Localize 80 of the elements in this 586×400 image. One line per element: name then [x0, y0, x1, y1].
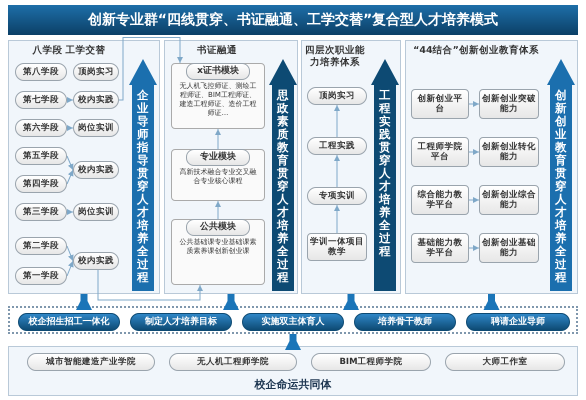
- arrow: [66, 97, 74, 103]
- label-pill: 顶岗实习: [307, 87, 367, 105]
- label-pill: 校内实践: [73, 252, 119, 270]
- dotted-band: [8, 306, 578, 334]
- label-pill: 培养骨干教师: [354, 313, 456, 331]
- card-heading: 专业模块: [186, 149, 250, 166]
- panel: [405, 40, 578, 294]
- label-pill: 第二学段: [15, 237, 67, 255]
- label-pill: 工程实践: [307, 137, 367, 155]
- arrow: [66, 125, 74, 131]
- label-pill: 第四学段: [15, 175, 67, 193]
- panel-heading: 书证融通: [196, 45, 238, 57]
- label-pill: 创新创业综合能力: [479, 185, 539, 215]
- label-pill: 校企招生招工一体化: [18, 313, 120, 331]
- label-pill: 大师工作室: [445, 353, 565, 371]
- label-pill: 校内实践: [73, 91, 119, 109]
- block-arrow: [76, 294, 92, 310]
- label-pill: 第八学段: [15, 63, 67, 81]
- arrow: [215, 128, 221, 150]
- label-pill: 城市智能建造产业学院: [27, 353, 155, 371]
- label-pill: 第五学段: [15, 147, 67, 165]
- label-pill: 创新创业突破能力: [479, 89, 539, 119]
- label-pill: 第六学段: [15, 119, 67, 137]
- card-heading: x证书模块: [186, 63, 250, 80]
- label-pill: 岗位实训: [73, 203, 119, 221]
- label-pill: 无人机工程师学院: [169, 353, 297, 371]
- arrow: [66, 209, 74, 215]
- label-pill: BIM工程师学院: [311, 353, 431, 371]
- arrow-banner: 工程实践贯穿人才培养全过程: [371, 59, 399, 291]
- label-pill: 制定人才培养目标: [130, 313, 232, 331]
- band-heading: 校企命运共同体: [253, 377, 332, 392]
- label-pill: 学训一体项目教学: [307, 233, 367, 261]
- arrow: [468, 149, 480, 155]
- label-pill: 创新创业基础能力: [479, 233, 539, 263]
- label-pill: 顶岗实习: [73, 63, 119, 81]
- arrow: [66, 170, 74, 184]
- arrow-banner: 企业导师指导贯穿人才培养全过程: [129, 59, 157, 291]
- arrow: [468, 245, 480, 251]
- panel: [301, 40, 401, 294]
- title-bar: 创新专业群“四线贯穿、书证融通、工学交替”复合型人才培养模式: [8, 5, 578, 35]
- block-arrow: [223, 294, 239, 310]
- arrow: [66, 246, 74, 262]
- arrow: [468, 197, 480, 203]
- label-pill: 专项实训: [307, 187, 367, 205]
- label-pill: 基础能力教学平台: [411, 233, 469, 263]
- block-arrow: [343, 294, 359, 310]
- arrow: [66, 156, 74, 170]
- module-card: [171, 149, 265, 201]
- arrow: [334, 104, 340, 138]
- label-pill: 第三学段: [15, 203, 67, 221]
- arrow: [468, 101, 480, 107]
- arrow: [66, 260, 74, 276]
- card-heading: 公共模块: [186, 219, 250, 236]
- arrow: [98, 270, 203, 300]
- panel-heading: 八学段 工学交替: [31, 45, 107, 57]
- panel: [8, 40, 160, 294]
- band-panel: [8, 346, 578, 396]
- label-pill: 综合能力教学平台: [411, 185, 469, 215]
- label-pill: 校内实践: [73, 161, 119, 179]
- arrow: [334, 154, 340, 188]
- label-pill: 岗位实训: [73, 119, 119, 137]
- arrow-banner: 创新创业教育贯穿人才培养全过程: [547, 59, 575, 291]
- label-pill: 工程师学院平台: [411, 137, 469, 167]
- label-pill: 第七学段: [15, 91, 67, 109]
- label-pill: 第一学段: [15, 267, 67, 285]
- arrow: [118, 37, 183, 100]
- module-card: [171, 219, 265, 285]
- label-pill: 实施双主体育人: [242, 313, 344, 331]
- label-pill: 创新创业转化能力: [479, 137, 539, 167]
- block-arrow: [285, 334, 301, 350]
- panel-heading: 四层次职业能力培养体系: [304, 45, 366, 69]
- panel-heading: “44结合”创新创业教育体系: [412, 45, 540, 57]
- label-pill: 聘请企业导师: [466, 313, 570, 331]
- panel: [164, 40, 298, 294]
- module-card: [171, 63, 265, 129]
- label-pill: 创新创业平台: [411, 89, 469, 119]
- block-arrow: [484, 294, 500, 310]
- arrow: [334, 204, 340, 234]
- arrow: [215, 200, 221, 220]
- arrow-banner: 思政素质教育贯穿人才培养全过程: [269, 59, 297, 291]
